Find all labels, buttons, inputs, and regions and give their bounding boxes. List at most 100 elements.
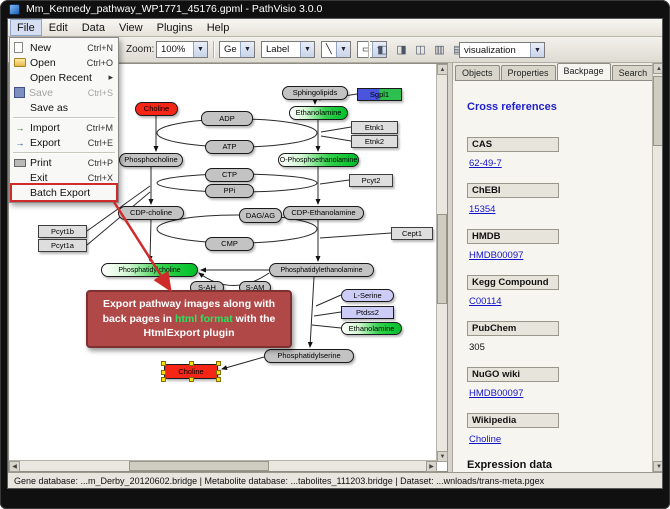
scroll-up-icon[interactable]: ▲ <box>437 64 448 75</box>
selection-handle[interactable] <box>189 377 194 382</box>
pathway-node-ppi-12[interactable]: PPi <box>205 184 254 198</box>
pathway-node-sphingolipids-0[interactable]: Sphingolipids <box>282 86 348 100</box>
pathway-node-pcyt2-11[interactable]: Pcyt2 <box>349 174 393 187</box>
selection-handle[interactable] <box>216 377 221 382</box>
canvas-horizontal-scrollbar[interactable]: ◀ ▶ <box>9 460 437 472</box>
gene-template-combo[interactable]: Ge▼ <box>219 41 255 58</box>
menu-item-batch-export[interactable]: Batch Export <box>10 183 118 202</box>
pathway-node-phosphatidylserine-27[interactable]: Phosphatidylserine <box>264 349 354 363</box>
selection-handle[interactable] <box>189 361 194 366</box>
selection-handle[interactable] <box>216 361 221 366</box>
align-right-icon[interactable]: ◨ <box>396 44 407 56</box>
line-template-combo[interactable]: ╲▼ <box>321 41 351 58</box>
chevron-down-icon[interactable]: ▼ <box>336 42 350 57</box>
visualization-combo[interactable]: visualization ▼ <box>459 42 545 58</box>
pathway-node-cdp-ethanolamine-15[interactable]: CDP-Ethanolamine <box>283 206 364 220</box>
shape-template-combo-value: ▭ <box>362 44 371 55</box>
backpage-value-nugo-wiki[interactable]: HMDB00097 <box>469 388 524 399</box>
pathway-node-phosphatidylethanolamine-21[interactable]: Phosphatidylethanolamine <box>269 263 374 277</box>
pathway-node-cmp-17[interactable]: CMP <box>205 237 254 251</box>
pathway-node-etnk2-6[interactable]: Etnk2 <box>351 135 398 148</box>
menu-shortcut: Ctrl+O <box>86 57 113 68</box>
status-text: Gene database: ...m_Derby_20120602.bridg… <box>14 475 545 486</box>
backpage-value-kegg-compound[interactable]: C00114 <box>469 296 502 307</box>
zoom-label: Zoom: <box>126 44 155 55</box>
tab-properties[interactable]: Properties <box>500 65 556 80</box>
align-center-icon[interactable]: ◫ <box>415 44 426 56</box>
chevron-down-icon[interactable]: ▼ <box>372 42 386 57</box>
pathway-node-ethanolamine-26[interactable]: Ethanolamine <box>341 322 402 335</box>
pathway-node-ethanolamine-4[interactable]: Ethanolamine <box>289 106 348 120</box>
pathway-node-phosphocholine-8[interactable]: Phosphocholine <box>119 153 183 167</box>
tab-search[interactable]: Search <box>611 65 655 80</box>
shape-template-combo[interactable]: ▭▼ <box>357 41 387 58</box>
selection-handle[interactable] <box>161 361 166 366</box>
tab-backpage[interactable]: Backpage <box>556 63 611 80</box>
menu-view[interactable]: View <box>118 21 143 34</box>
panel-splitter[interactable] <box>448 63 452 472</box>
pathway-node-l-serine-24[interactable]: L-Serine <box>341 289 394 302</box>
scrollbar-thumb[interactable] <box>437 214 447 304</box>
scroll-up-icon[interactable]: ▲ <box>653 63 662 74</box>
menu-item-save-as[interactable]: Save as <box>10 100 118 115</box>
scrollbar-thumb[interactable] <box>653 76 662 146</box>
annotation-callout: Export pathway images along with back pa… <box>86 290 292 349</box>
pathway-node-pcyt1a-19[interactable]: Pcyt1a <box>38 239 87 252</box>
scrollbar-thumb[interactable] <box>129 461 269 471</box>
menu-help[interactable]: Help <box>206 21 230 34</box>
pathway-node-phosphatidylcholine-20[interactable]: Phosphatidylcholine <box>101 263 198 277</box>
pathway-node-sgpl1-1[interactable]: Sgpl1 <box>357 88 402 101</box>
pathway-node-adp-3[interactable]: ADP <box>201 111 253 126</box>
zoom-combo[interactable]: 100% ▼ <box>156 41 208 58</box>
scroll-down-icon[interactable]: ▼ <box>437 451 448 462</box>
chevron-down-icon[interactable]: ▼ <box>193 42 207 57</box>
distribute-horizontal-icon[interactable]: ▥ <box>434 44 445 56</box>
panel-vertical-scrollbar[interactable]: ▲ ▼ <box>652 63 662 472</box>
pathway-node-cdp-choline-13[interactable]: CDP-choline <box>118 206 184 220</box>
pathway-node-pcyt1b-18[interactable]: Pcyt1b <box>38 225 87 238</box>
scroll-right-icon[interactable]: ▶ <box>426 461 437 472</box>
pathway-node-ctp-10[interactable]: CTP <box>205 168 254 182</box>
backpage-value-hmdb[interactable]: HMDB00097 <box>469 250 524 261</box>
pathway-node-ptdss2-25[interactable]: Ptdss2 <box>341 306 394 319</box>
selection-handle[interactable] <box>216 369 221 375</box>
pathway-node-etnk1-5[interactable]: Etnk1 <box>351 121 398 134</box>
pathway-node-o-phosphoethanolamine-9[interactable]: O-Phosphoethanolamine <box>278 153 359 167</box>
menu-file[interactable]: File <box>10 19 42 36</box>
label-template-combo[interactable]: Label▼ <box>261 41 315 58</box>
pathway-node-choline-2[interactable]: Choline <box>135 102 178 116</box>
menu-plugins[interactable]: Plugins <box>156 21 193 34</box>
menu-item-open-recent[interactable]: Open Recent▸ <box>10 70 118 85</box>
chevron-down-icon[interactable]: ▼ <box>240 42 254 57</box>
side-panel-tabs: ObjectsPropertiesBackpageSearchLegend <box>455 63 662 81</box>
backpage-value-chebi[interactable]: 15354 <box>469 204 496 215</box>
backpage-value-wikipedia[interactable]: Choline <box>469 434 502 445</box>
chevron-down-icon[interactable]: ▼ <box>300 42 314 57</box>
backpage-value-cas[interactable]: 62-49-7 <box>469 158 502 169</box>
menu-data[interactable]: Data <box>81 21 105 34</box>
scroll-down-icon[interactable]: ▼ <box>653 461 662 472</box>
menu-edit[interactable]: Edit <box>48 21 68 34</box>
align-left-icon[interactable]: ◧ <box>377 44 388 56</box>
window-title: Mm_Kennedy_pathway_WP1771_45176.gpml - P… <box>26 3 323 15</box>
tab-objects[interactable]: Objects <box>455 65 500 80</box>
selection-handle[interactable] <box>161 369 166 375</box>
selection-handle[interactable] <box>161 377 166 382</box>
pathway-node-atp-7[interactable]: ATP <box>205 140 254 154</box>
chevron-down-icon[interactable]: ▼ <box>530 43 544 57</box>
menu-separator <box>13 152 115 153</box>
canvas-vertical-scrollbar[interactable]: ▲ ▼ <box>436 64 448 462</box>
scroll-left-icon[interactable]: ◀ <box>9 461 20 472</box>
pathway-node-dag-ag-14[interactable]: DAG/AG <box>239 208 282 223</box>
distribute-vertical-icon[interactable]: ▤ <box>450 41 467 58</box>
pathway-node-cept1-16[interactable]: Cept1 <box>391 227 433 240</box>
